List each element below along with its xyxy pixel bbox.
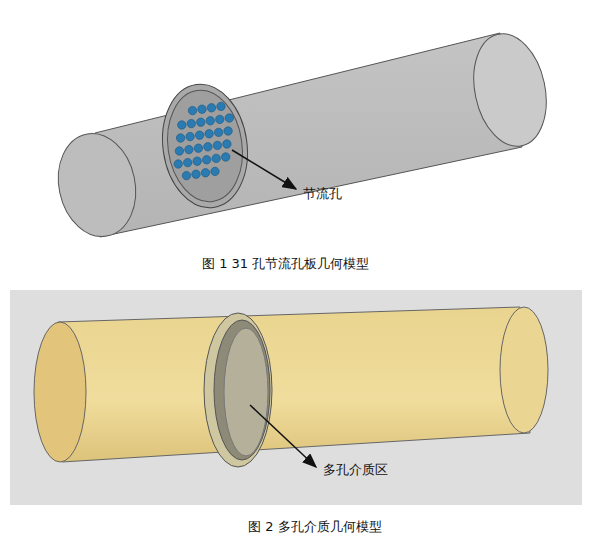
throttle-hole <box>178 121 186 129</box>
throttle-hole <box>214 128 222 136</box>
render-ground <box>10 290 582 505</box>
throttle-hole <box>194 144 202 152</box>
throttle-hole <box>184 158 192 166</box>
throttle-hole <box>195 131 203 139</box>
figure-caption: 图 2 多孔介质几何模型 <box>248 519 382 535</box>
throttle-hole <box>175 147 183 155</box>
throttle-hole <box>217 102 225 110</box>
throttle-hole <box>186 132 194 140</box>
orifice-pipe <box>49 27 556 244</box>
throttle-hole <box>203 156 211 164</box>
throttle-hole <box>198 105 206 113</box>
throttle-hole <box>213 141 221 149</box>
figure-caption: 图 1 31 孔节流孔板几何模型 <box>202 256 369 272</box>
throttle-hole <box>187 119 195 127</box>
throttle-hole <box>224 127 232 135</box>
porous-pipe <box>34 307 548 467</box>
throttle-hole <box>174 160 182 168</box>
throttle-hole <box>225 114 233 122</box>
throttle-hole <box>204 143 212 151</box>
throttle-hole <box>211 167 219 175</box>
throttle-hole <box>206 117 214 125</box>
throttle-hole <box>207 104 215 112</box>
throttle-hole <box>182 171 190 179</box>
callout-label: 多孔介质区 <box>323 462 388 478</box>
throttle-hole <box>197 118 205 126</box>
throttle-hole <box>223 140 231 148</box>
throttle-hole <box>212 154 220 162</box>
throttle-hole <box>205 130 213 138</box>
throttle-hole <box>188 106 196 114</box>
throttle-holes <box>174 102 234 180</box>
throttle-hole <box>216 115 224 123</box>
throttle-hole <box>192 170 200 178</box>
throttle-hole <box>222 153 230 161</box>
throttle-hole <box>176 134 184 142</box>
callout-label: 节流孔 <box>303 186 342 202</box>
throttle-hole <box>185 145 193 153</box>
throttle-hole <box>201 169 209 177</box>
throttle-hole <box>193 157 201 165</box>
